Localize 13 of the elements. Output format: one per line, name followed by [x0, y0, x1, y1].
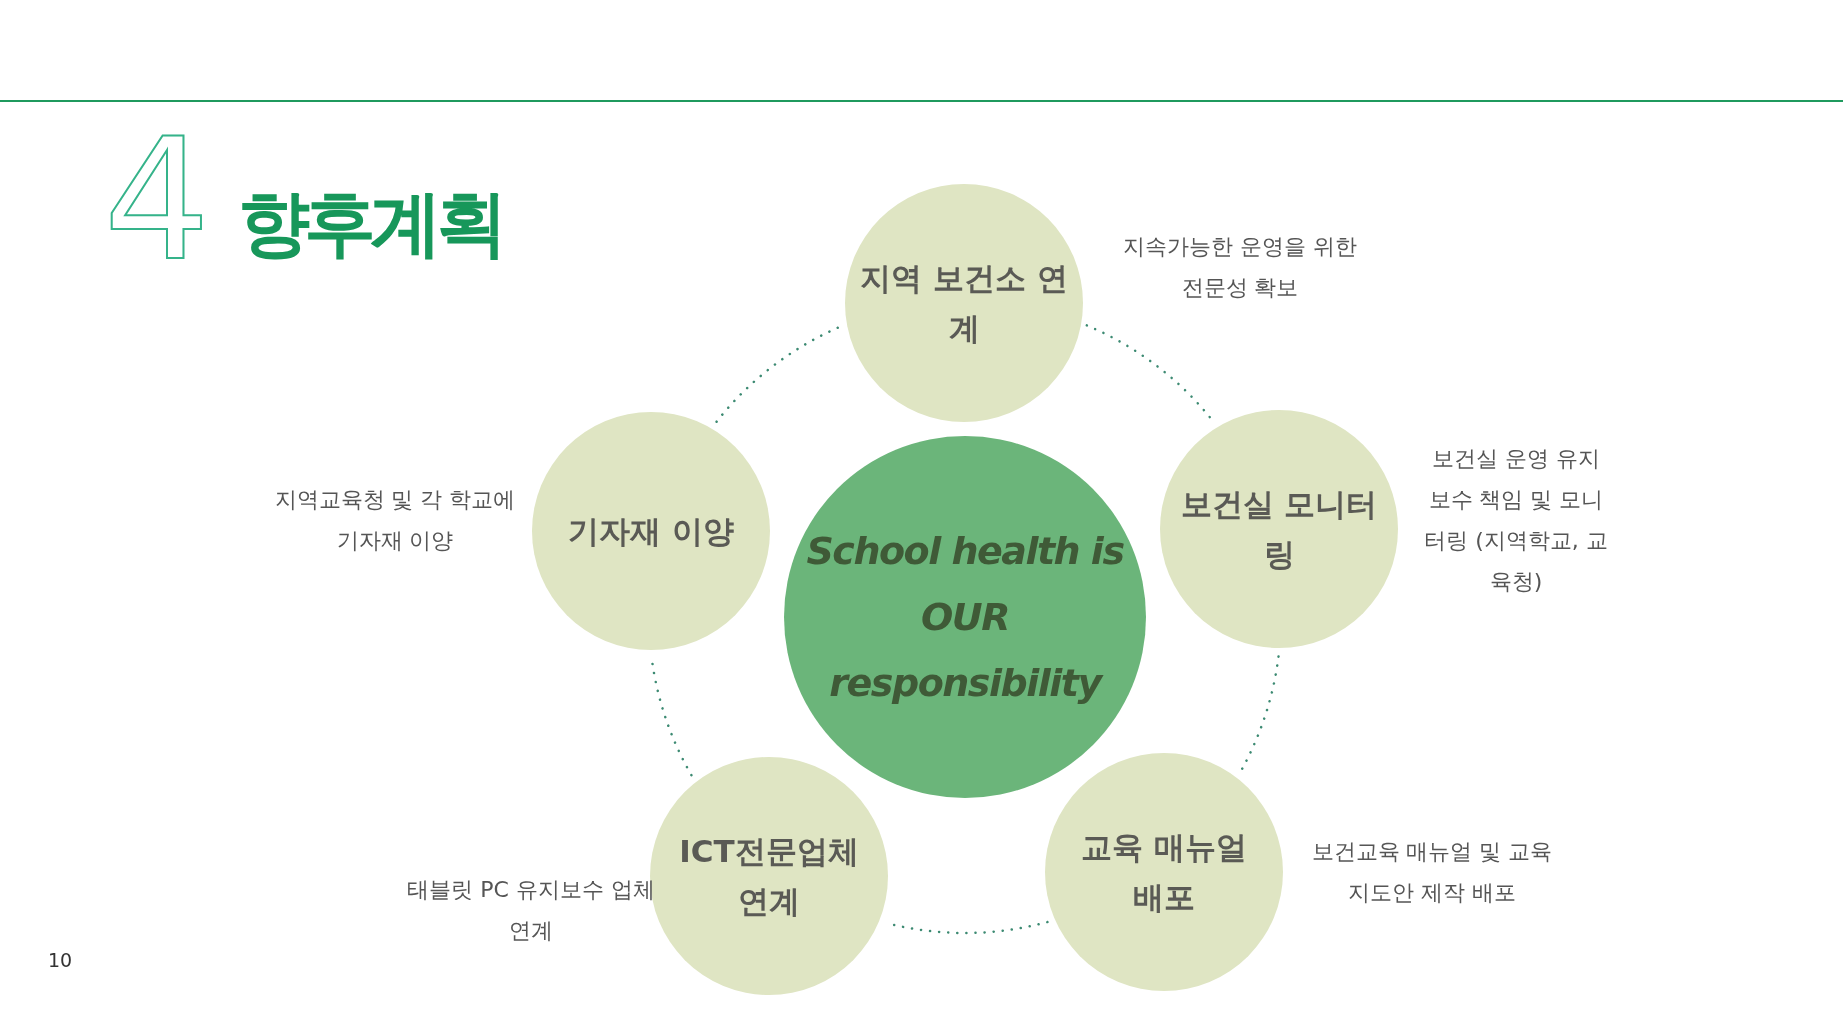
- topic-circle: 보건실 모니터링: [1160, 410, 1398, 648]
- topic-circle: 기자재 이양: [532, 412, 770, 650]
- page-number: 10: [48, 948, 73, 972]
- description-text: 지역교육청 및 각 학교에 기자재 이양: [273, 486, 517, 555]
- description-text: 보건교육 매뉴얼 및 교육 지도안 제작 배포: [1310, 838, 1554, 907]
- topic-circle: 지역 보건소 연계: [845, 184, 1083, 422]
- topic-circle: 교육 매뉴얼 배포: [1045, 753, 1283, 991]
- section-number: 4: [102, 128, 212, 268]
- description-text: 지속가능한 운영을 위한 전문성 확보: [1122, 233, 1358, 302]
- title: 향후계획: [238, 180, 502, 266]
- center-circle: School health is OUR responsibility: [784, 436, 1146, 798]
- description-text: 보건실 운영 유지 보수 책임 및 모니터링 (지역학교, 교육청): [1423, 445, 1609, 596]
- dotted-connector: [1239, 655, 1280, 773]
